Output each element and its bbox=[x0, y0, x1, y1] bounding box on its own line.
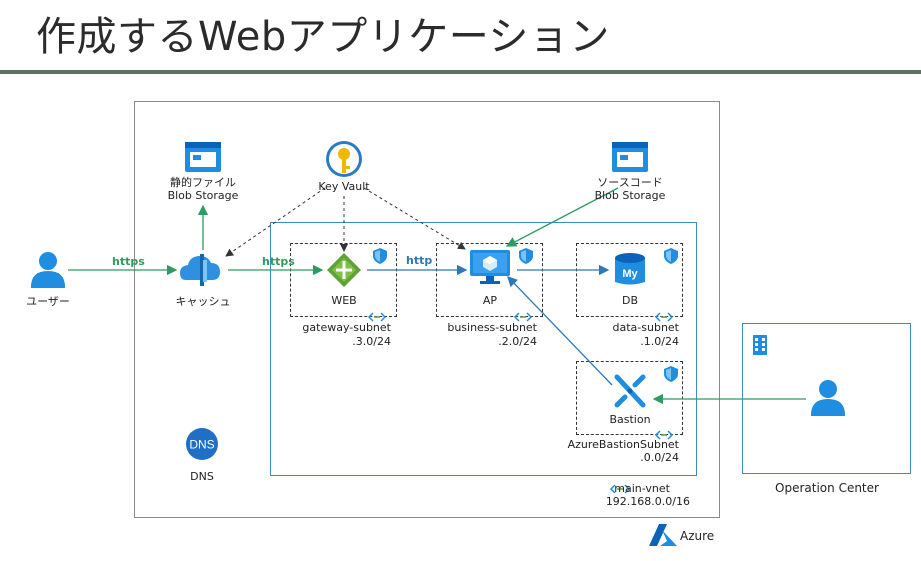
user-label: ユーザー bbox=[26, 295, 70, 308]
business-subnet-box bbox=[436, 243, 543, 317]
business-subnet-name: business-subnet bbox=[447, 321, 537, 334]
https-label-2: https bbox=[262, 255, 295, 268]
blob-storage-icon bbox=[612, 142, 648, 172]
data-subnet-box bbox=[576, 243, 683, 317]
data-subnet-cidr: .1.0/24 bbox=[640, 335, 679, 348]
azure-logo-icon bbox=[649, 524, 677, 546]
vnet-name: main-vnet bbox=[614, 482, 670, 495]
gateway-subnet-cidr: .3.0/24 bbox=[352, 335, 391, 348]
dns-label: DNS bbox=[190, 470, 214, 483]
bastion-subnet-cidr: .0.0/24 bbox=[640, 451, 679, 464]
db-label: DB bbox=[621, 294, 639, 307]
arrow-bastion-ap bbox=[507, 276, 613, 386]
https-label-1: https bbox=[112, 255, 145, 268]
nsg-shield-icon bbox=[664, 366, 678, 382]
title-rule bbox=[0, 70, 921, 74]
dns-icon: DNS bbox=[186, 428, 218, 460]
nsg-shield-icon bbox=[373, 248, 387, 264]
mysql-database-icon: My bbox=[615, 253, 645, 285]
subnet-icon bbox=[367, 312, 387, 322]
nsg-shield-icon bbox=[664, 248, 678, 264]
business-subnet-cidr: .2.0/24 bbox=[498, 335, 537, 348]
nsg-shield-icon bbox=[519, 248, 533, 264]
cache-icon bbox=[180, 254, 220, 286]
arrow-kv-ap bbox=[363, 187, 466, 250]
source-storage-line1: ソースコード bbox=[597, 176, 663, 189]
bastion-subnet-box bbox=[576, 361, 683, 435]
user-icon bbox=[31, 252, 65, 288]
virtual-machine-icon bbox=[470, 250, 510, 284]
bastion-label: Bastion bbox=[609, 413, 651, 426]
key-vault-icon bbox=[326, 141, 362, 177]
static-storage-line2: Blob Storage bbox=[167, 189, 239, 202]
operation-center-label: Operation Center bbox=[775, 481, 879, 495]
arrow-source-ap bbox=[505, 187, 619, 247]
web-label: WEB bbox=[331, 294, 357, 307]
subnet-icon bbox=[654, 312, 674, 322]
subnet-icon bbox=[513, 312, 533, 322]
ap-label: AP bbox=[482, 294, 498, 307]
arrow-kv-cache bbox=[225, 187, 326, 257]
operator-user-icon bbox=[811, 380, 845, 416]
vnet-boundary bbox=[270, 222, 697, 476]
page-title: 作成するWebアプリケーション bbox=[36, 14, 610, 60]
cache-label: キャッシュ bbox=[175, 295, 231, 308]
key-vault-label: Key Vault bbox=[318, 180, 370, 193]
gateway-subnet-box bbox=[290, 243, 397, 317]
blob-storage-icon bbox=[185, 142, 221, 172]
static-storage-line1: 静的ファイル bbox=[170, 176, 236, 189]
vnet-cidr: 192.168.0.0/16 bbox=[605, 495, 690, 508]
vnet-icon bbox=[609, 484, 631, 494]
data-subnet-name: data-subnet bbox=[612, 321, 679, 334]
subnet-icon bbox=[654, 430, 674, 440]
azure-boundary bbox=[134, 101, 720, 518]
azure-label: Azure bbox=[680, 529, 715, 543]
building-icon bbox=[753, 335, 767, 355]
application-gateway-icon bbox=[327, 253, 361, 287]
svg-text:DNS: DNS bbox=[189, 438, 214, 452]
svg-text:My: My bbox=[622, 268, 638, 280]
bastion-subnet-name: AzureBastionSubnet bbox=[567, 438, 679, 451]
gateway-subnet-name: gateway-subnet bbox=[302, 321, 391, 334]
source-storage-line2: Blob Storage bbox=[594, 189, 666, 202]
bastion-icon bbox=[614, 374, 646, 408]
http-label: http bbox=[406, 254, 433, 267]
